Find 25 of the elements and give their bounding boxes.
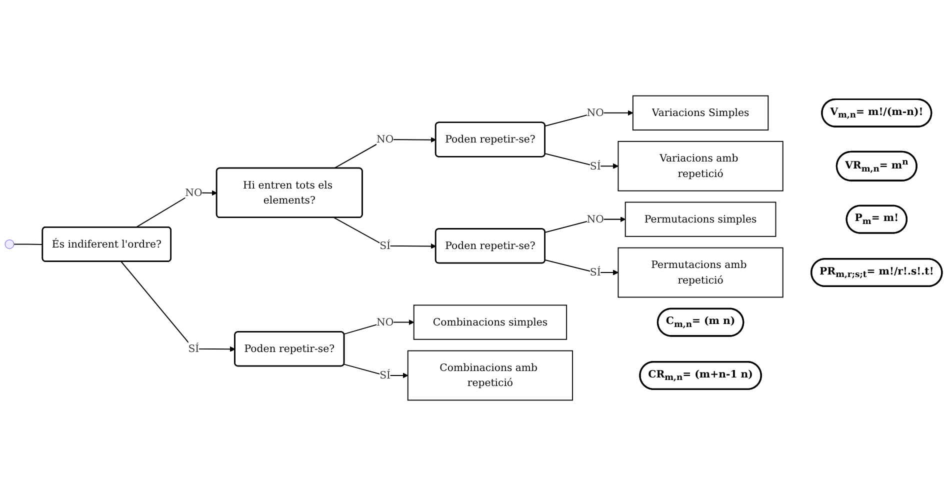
node-box: Permutacions amb repetició	[618, 247, 784, 298]
arrow	[334, 137, 436, 169]
edge-label: SÍ	[380, 240, 391, 252]
edge-label: SÍ	[590, 266, 601, 278]
edge-label: NO	[185, 186, 202, 198]
edge-label: SÍ	[590, 160, 601, 172]
node-box: Variacions amb repetició	[618, 140, 784, 192]
edge-label: SÍ	[380, 369, 391, 382]
arrow	[545, 216, 626, 233]
node-box: Permutacions simples	[624, 202, 776, 237]
node-box: Combinacions simples	[413, 304, 568, 340]
arrow	[545, 260, 618, 276]
edge-label: NO	[586, 106, 604, 119]
connector	[14, 244, 43, 246]
node-box: Combinacions amb repetició	[407, 350, 574, 401]
arrow	[136, 190, 218, 228]
edge-label: SÍ	[188, 342, 200, 355]
edge-label: NO	[376, 316, 394, 328]
arrow	[545, 153, 618, 169]
arrow	[545, 110, 634, 127]
node-box: Variacions Simples	[632, 95, 769, 130]
arrow	[334, 217, 436, 249]
arrow	[120, 261, 236, 352]
edge-label: NO	[586, 212, 604, 226]
edge-label: NO	[376, 133, 394, 146]
